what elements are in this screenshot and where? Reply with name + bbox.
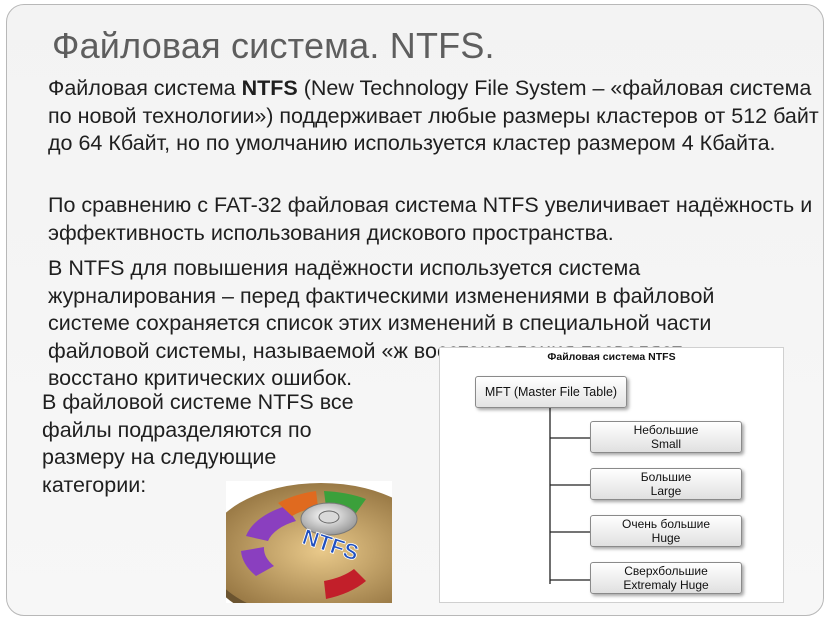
ntfs-disk-image: NTFS — [226, 481, 392, 603]
paragraph-ntfs-intro: Файловая система NTFS (New Technology Fi… — [48, 75, 823, 158]
ntfs-bold: NTFS — [241, 76, 298, 100]
slide-title: Файловая система. NTFS. — [52, 25, 495, 66]
mft-box: MFT (Master File Table) — [475, 376, 627, 408]
paragraph-fat32-comparison: По сравнению с FAT-32 файловая система N… — [48, 193, 813, 245]
paragraph-journaling: В NTFS для повышения надёжности использу… — [48, 256, 715, 390]
slide: Файловая система. NTFS. Файловая система… — [6, 4, 824, 616]
disk-segment-orange — [278, 491, 318, 516]
diagram-connectors — [549, 408, 590, 584]
paragraph-file-categories: В файловой системе NTFS все файлы подраз… — [42, 390, 354, 497]
category-label-ru: Очень большие — [621, 517, 710, 531]
category-label-ru: Небольшие — [633, 423, 699, 437]
category-label-ru: Большие — [640, 470, 692, 484]
disk-segment-purple — [246, 506, 296, 541]
paragraph-prefix: Файловая система — [48, 76, 242, 100]
disk-segment-red — [324, 569, 366, 599]
category-label-en: Large — [650, 484, 682, 498]
category-label-en: Huge — [651, 531, 681, 545]
paragraph-rest: (New Technology File System – «файловая … — [48, 76, 819, 155]
disk-segment-purple-2 — [241, 547, 274, 576]
category-huge: Очень большие Huge — [590, 515, 742, 547]
ntfs-diagram: Файловая система NTFS MFT (Master File T… — [439, 347, 784, 603]
category-label-en: Small — [650, 437, 681, 451]
category-large: Большие Large — [590, 468, 742, 500]
category-small: Небольшие Small — [590, 421, 742, 453]
hard-disk-icon: NTFS — [226, 483, 392, 603]
category-extremely-huge: Сверхбольшие Extremaly Huge — [590, 562, 742, 594]
diagram-title: Файловая система NTFS — [547, 351, 676, 363]
category-label-en: Extremaly Huge — [623, 578, 709, 592]
category-label-ru: Сверхбольшие — [624, 564, 708, 578]
